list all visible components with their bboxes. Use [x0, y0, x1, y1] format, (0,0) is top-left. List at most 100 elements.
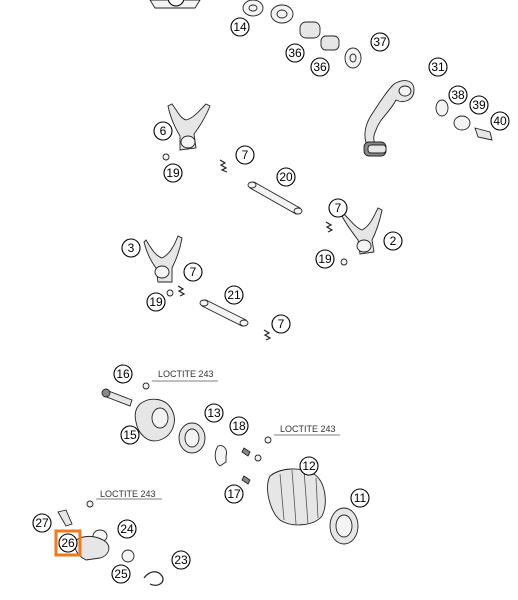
callout-18: 18 [229, 416, 249, 436]
callout-circle [448, 85, 468, 105]
callout-7: 7 [235, 145, 255, 165]
callout-circle [183, 262, 203, 282]
callout-number: 37 [373, 35, 387, 49]
callout-number: 20 [279, 170, 293, 184]
callout-20: 20 [276, 167, 296, 187]
callout-circle [428, 57, 448, 77]
callout-circle [350, 488, 370, 508]
callout-circle [120, 425, 140, 445]
callout-number: 7 [278, 317, 285, 331]
callout-12: 12 [299, 456, 319, 476]
callout-17: 17 [224, 484, 244, 504]
bearing-13 [178, 422, 206, 454]
highlight-box [54, 529, 82, 557]
callout-number: 36 [288, 46, 302, 60]
pin-19-b [340, 258, 348, 266]
callout-number: 21 [227, 288, 241, 302]
callout-circle [146, 292, 166, 312]
shift-fork-6 [167, 103, 211, 151]
callout-circle [58, 533, 78, 553]
callout-circle [204, 403, 224, 423]
callout-31: 31 [428, 57, 448, 77]
callout-19: 19 [163, 163, 183, 183]
loctite-label-2: LOCTITE 243 [274, 424, 340, 436]
callout-number: 31 [431, 60, 445, 74]
callout-number: 14 [233, 20, 247, 34]
callout-21: 21 [224, 285, 244, 305]
part-top-cutoff [149, 0, 201, 9]
callout-36: 36 [285, 43, 305, 63]
callout-7: 7 [271, 314, 291, 334]
spring-7-a [219, 159, 228, 173]
callout-number: 18 [232, 419, 246, 433]
callout-7: 7 [328, 198, 348, 218]
loctite-label-3: LOCTITE 243 [96, 489, 162, 500]
washer-14 [242, 0, 294, 24]
callout-circle [153, 121, 173, 141]
callout-2: 2 [383, 231, 403, 251]
callout-number: 27 [35, 516, 49, 530]
callout-circle [310, 57, 330, 77]
pin-19-c [166, 289, 174, 297]
callout-circle [370, 32, 390, 52]
callout-number: 40 [493, 114, 507, 128]
spring-7-c [177, 285, 186, 297]
lever-26 [74, 535, 110, 561]
loctite-label-1: LOCTITE 243 [152, 369, 218, 382]
shift-fork-2 [341, 207, 383, 255]
callout-number: 36 [313, 60, 327, 74]
spring-23 [143, 571, 164, 586]
callout-circle [299, 456, 319, 476]
loctite-text-2: LOCTITE 243 [280, 424, 336, 434]
circlip-39 [453, 115, 471, 131]
callout-circle [111, 564, 131, 584]
callout-circle [328, 198, 348, 218]
callout-circle [171, 550, 191, 570]
callout-number: 23 [174, 553, 188, 567]
screw-16 [101, 388, 133, 407]
callout-number: 7 [242, 148, 249, 162]
callout-circle [32, 513, 52, 533]
shift-lever-31 [363, 80, 415, 157]
callout-37: 37 [370, 32, 390, 52]
callout-circle [469, 95, 489, 115]
callout-number: 26 [61, 536, 75, 550]
spring-7-b [325, 221, 334, 233]
callout-26: 26 [54, 529, 82, 557]
callout-number: 39 [472, 98, 486, 112]
shift-drum-12 [267, 468, 326, 526]
callout-circle [285, 43, 305, 63]
callout-7: 7 [183, 262, 203, 282]
callout-number: 19 [166, 166, 180, 180]
callout-circle [117, 519, 137, 539]
callout-number: 19 [149, 295, 163, 309]
spacer-25 [121, 549, 135, 563]
callout-circle [315, 249, 335, 269]
callout-number: 24 [120, 522, 134, 536]
callout-number: 15 [123, 428, 137, 442]
callout-circle [490, 111, 510, 131]
washer-loctite-b [254, 436, 272, 462]
callout-number: 12 [302, 459, 316, 473]
callout-38: 38 [448, 85, 468, 105]
callout-number: 7 [190, 265, 197, 279]
callout-number: 38 [451, 88, 465, 102]
callout-14: 14 [230, 17, 250, 37]
callout-23: 23 [171, 550, 191, 570]
bolt-40 [474, 127, 493, 141]
callout-19: 19 [146, 292, 166, 312]
callout-13: 13 [204, 403, 224, 423]
loctite-text-1: LOCTITE 243 [158, 369, 214, 379]
washer-loctite-c [86, 500, 94, 508]
callout-36: 36 [310, 57, 330, 77]
shift-drum-15 [134, 398, 175, 442]
callout-25: 25 [111, 564, 131, 584]
callout-number: 6 [160, 124, 167, 138]
callout-11: 11 [350, 488, 370, 508]
callout-number: 17 [227, 487, 241, 501]
callout-3: 3 [121, 238, 141, 258]
callout-circle [230, 17, 250, 37]
shift-rail-20 [247, 181, 303, 215]
